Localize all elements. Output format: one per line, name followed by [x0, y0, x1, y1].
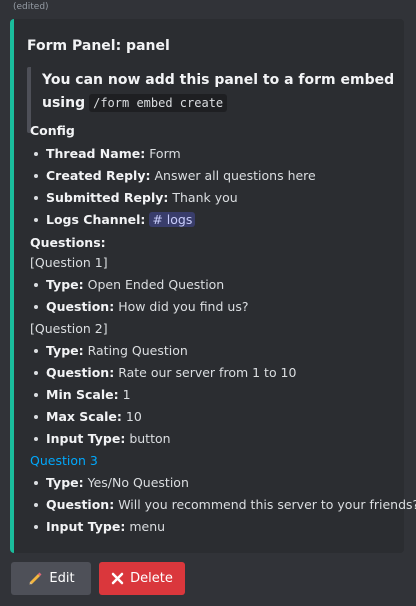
- list-item: Input Type: button: [34, 431, 171, 446]
- embed-blockquote: You can now add this panel to a form emb…: [27, 67, 394, 133]
- question-1-label: [Question 1]: [30, 255, 108, 270]
- bullet-icon: [34, 371, 38, 375]
- question-2-label: [Question 2]: [30, 321, 108, 336]
- list-item: Type: Open Ended Question: [34, 277, 224, 292]
- list-item: Type: Yes/No Question: [34, 475, 189, 490]
- list-item: Question: Will you recommend this server…: [34, 497, 416, 512]
- bullet-icon: [34, 152, 38, 156]
- list-item: Thread Name: Form: [34, 146, 181, 161]
- edit-button[interactable]: Edit: [11, 562, 91, 595]
- pencil-icon: [29, 572, 42, 585]
- bullet-icon: [34, 283, 38, 287]
- list-item: Type: Rating Question: [34, 343, 188, 358]
- list-item: Created Reply: Answer all questions here: [34, 168, 316, 183]
- quote-line-1: You can now add this panel to a form emb…: [42, 72, 395, 88]
- x-icon: [111, 572, 124, 585]
- bullet-icon: [34, 481, 38, 485]
- list-item: Max Scale: 10: [34, 409, 142, 424]
- quote-line-2: using/form embed create: [42, 94, 228, 112]
- question-3-link[interactable]: Question 3: [30, 453, 98, 468]
- edit-button-label: Edit: [49, 571, 75, 586]
- config-heading: Config: [30, 123, 75, 138]
- channel-mention[interactable]: # logs: [149, 212, 196, 227]
- questions-heading: Questions:: [30, 235, 106, 250]
- quote-line-2-prefix: using: [42, 95, 86, 111]
- bullet-icon: [34, 393, 38, 397]
- form-panel-embed: Form Panel: panel You can now add this p…: [10, 19, 416, 553]
- bullet-icon: [34, 503, 38, 507]
- bullet-icon: [34, 196, 38, 200]
- delete-button-label: Delete: [130, 571, 173, 586]
- bullet-icon: [34, 349, 38, 353]
- bullet-icon: [34, 415, 38, 419]
- list-item: Question: Rate our server from 1 to 10: [34, 365, 296, 380]
- bullet-icon: [34, 437, 38, 441]
- list-item: Input Type: menu: [34, 519, 165, 534]
- edited-label: (edited): [13, 2, 49, 12]
- list-item: Min Scale: 1: [34, 387, 131, 402]
- list-item: Logs Channel: # logs: [34, 212, 196, 227]
- embed-title: Form Panel: panel: [27, 38, 170, 54]
- bullet-icon: [34, 305, 38, 309]
- bullet-icon: [34, 218, 38, 222]
- bullet-icon: [34, 525, 38, 529]
- bullet-icon: [34, 174, 38, 178]
- delete-button[interactable]: Delete: [99, 562, 185, 595]
- list-item: Submitted Reply: Thank you: [34, 190, 238, 205]
- list-item: Question: How did you find us?: [34, 299, 248, 314]
- inline-code-command: /form embed create: [89, 94, 228, 112]
